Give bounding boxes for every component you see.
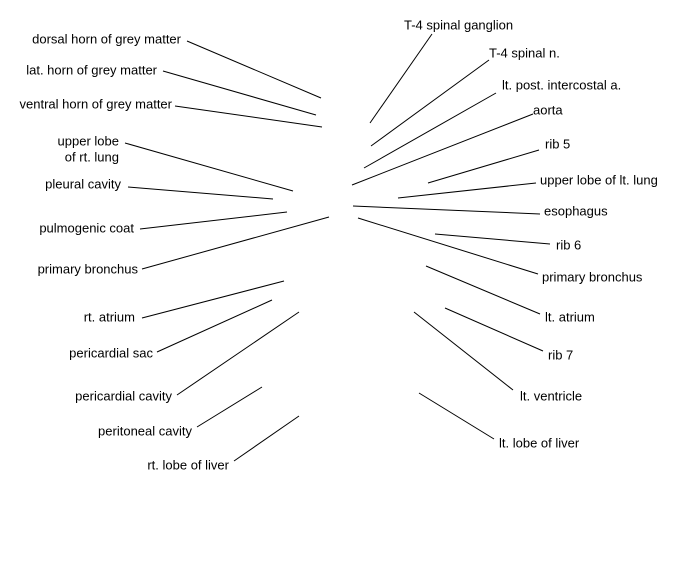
right-leader-line-upper-lobe-of-lt-lung (397, 182, 537, 199)
right-label-rib-6: rib 6 (556, 237, 581, 252)
right-label-lt-ventricle: lt. ventricle (520, 388, 582, 403)
left-label-rt-atrium: rt. atrium (84, 309, 135, 324)
left-leader-line-peritoneal-cavity (196, 386, 263, 428)
right-label-lt-lobe-of-liver: lt. lobe of liver (499, 435, 580, 450)
right-label-primary-bronchus: primary bronchus (542, 269, 643, 284)
left-leader-line-pericardial-sac (156, 299, 273, 353)
left-leader-line-pleural-cavity (127, 186, 274, 200)
left-leader-line-ventral-horn-of-grey-matter (174, 105, 323, 128)
left-label-dorsal-horn-of-grey-matter: dorsal horn of grey matter (32, 31, 182, 46)
left-label-pleural-cavity: pleural cavity (45, 176, 121, 191)
right-label-aorta: aorta (533, 102, 563, 117)
right-leader-line-lt-lobe-of-liver (418, 392, 495, 440)
right-leader-line-aorta (351, 113, 534, 186)
left-label-pericardial-sac: pericardial sac (69, 345, 153, 360)
left-leader-line-dorsal-horn-of-grey-matter (186, 40, 322, 99)
left-label-ventral-horn-of-grey-matter: ventral horn of grey matter (20, 96, 173, 111)
left-leader-line-lat-horn-of-grey-matter (162, 70, 317, 116)
left-label-pulmogenic-coat: pulmogenic coat (39, 220, 134, 235)
right-leader-line-lt-atrium (425, 265, 541, 315)
left-leader-line-upper-lobe-of-rt-lung (124, 142, 294, 192)
left-label-pericardial-cavity: pericardial cavity (75, 388, 172, 403)
left-leader-line-pericardial-cavity (176, 311, 300, 396)
left-label-lat-horn-of-grey-matter: lat. horn of grey matter (26, 62, 157, 77)
right-leader-line-lt-post-intercostal-a (363, 92, 497, 169)
right-label-t-4-spinal-ganglion: T-4 spinal ganglion (404, 17, 513, 32)
right-label-esophagus: esophagus (544, 203, 608, 218)
right-leader-line-rib-7 (444, 307, 544, 352)
right-leader-line-rib-6 (434, 233, 551, 245)
left-label-upper-lobe-of-rt-lung-line-1: upper lobe (58, 133, 119, 148)
right-label-t-4-spinal-n: T-4 spinal n. (489, 45, 560, 60)
right-leader-line-t-4-spinal-ganglion (369, 33, 433, 124)
left-label-rt-lobe-of-liver: rt. lobe of liver (147, 457, 229, 472)
right-leader-line-primary-bronchus (357, 217, 539, 275)
left-label-upper-lobe-of-rt-lung-line-2: of rt. lung (65, 149, 119, 164)
left-leader-line-primary-bronchus (141, 216, 330, 270)
left-label-primary-bronchus: primary bronchus (38, 261, 139, 276)
right-label-rib-7: rib 7 (548, 347, 573, 362)
right-label-lt-post-intercostal-a: lt. post. intercostal a. (502, 77, 621, 92)
left-leader-line-rt-lobe-of-liver (233, 415, 300, 462)
left-leader-line-pulmogenic-coat (139, 211, 288, 230)
right-label-upper-lobe-of-lt-lung: upper lobe of lt. lung (540, 172, 658, 187)
right-leader-line-t-4-spinal-n (370, 59, 490, 147)
left-label-peritoneal-cavity: peritoneal cavity (98, 423, 192, 438)
right-leader-line-rib-5 (427, 149, 540, 184)
right-leader-line-lt-ventricle (413, 311, 514, 391)
right-label-lt-atrium: lt. atrium (545, 309, 595, 324)
left-labels: dorsal horn of grey matter lat. horn of g… (20, 31, 330, 472)
right-label-rib-5: rib 5 (545, 136, 570, 151)
right-leader-line-esophagus (352, 205, 541, 215)
left-leader-line-rt-atrium (141, 280, 285, 319)
